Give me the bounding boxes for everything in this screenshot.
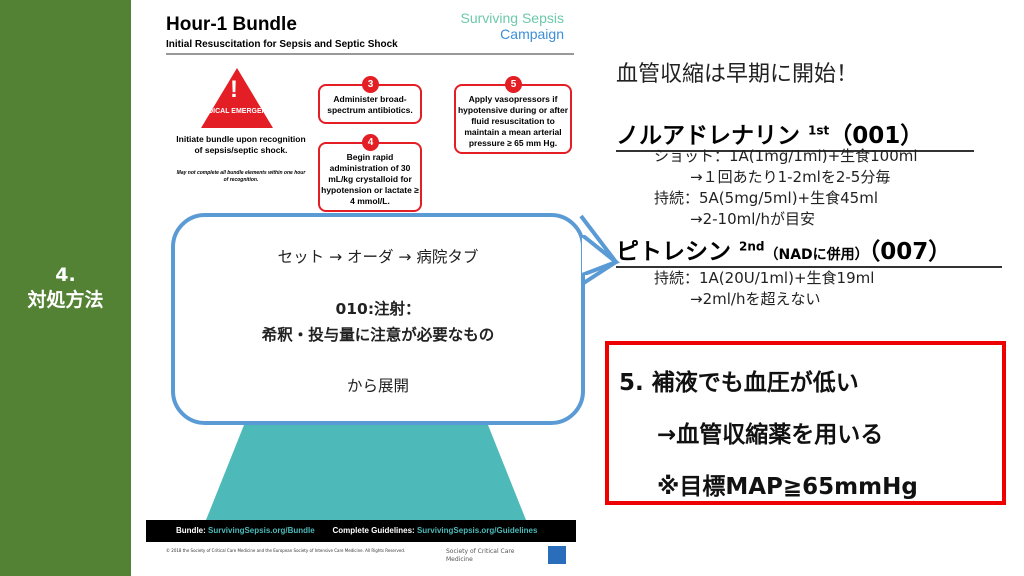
section-title: 対処方法 [27,289,104,311]
callout-code: 010:注射： [335,300,421,318]
emergency-label: MEDICAL EMERGENCY [197,108,277,115]
key-point-1: 5. 補液でも血圧が低い [619,370,859,396]
dose-line: →2ml/hを超えない [690,290,821,308]
guidelines-link: SurvivingSepsis.org/Guidelines [416,526,538,535]
section-sidebar: 4. 対処方法 [0,0,131,576]
key-point-box: 5. 補液でも血圧が低い →血管収縮薬を用いる ※目標MAP≧65mmHg [605,341,1006,505]
key-point-3: ※目標MAP≧65mmHg [657,474,918,500]
callout-desc: 希釈・投与量に注意が必要なもの [261,326,495,344]
exclamation-icon: ! [230,76,238,103]
patient-illustration [146,290,576,520]
drug-order: 1st [808,123,830,138]
section-number: 4. [55,264,76,286]
initiate-text: Initiate bundle upon recognition of seps… [176,134,306,155]
drug-pitressin: ピトレシン 2nd（NADに併用）（007） [616,232,1002,268]
drug-code: （001） [829,123,924,149]
note-text: May not complete all bundle elements wit… [176,170,306,183]
dose-line: 持続：1A(20U/1ml)+生食19ml [654,269,875,287]
drug-name: ノルアドレナリン [616,123,800,149]
drug-name: ピトレシン [616,239,731,265]
dose-line: ショット：1A(1mg/1ml)+生食100ml [654,147,918,165]
step-number: 3 [362,76,379,93]
sccm-logo: Society of Critical Care Medicine [446,548,515,563]
divider [166,53,574,55]
right-heading: 血管収縮は早期に開始！ [616,62,859,87]
footer-label: Bundle: [176,526,206,535]
dose-line: →１回あたり1-2mlを2-5分毎 [690,168,891,186]
callout-path: セット → オーダ → 病院タブ [277,248,479,266]
dose-line: →2-10ml/hが目安 [690,210,815,228]
bed-illustration [206,424,526,520]
drug-note: （NADに併用） [764,247,869,263]
bundle-link: SurvivingSepsis.org/Bundle [208,526,315,535]
warning-triangle-icon [201,68,273,128]
logo-line1: Surviving Sepsis [460,10,565,26]
poster-subtitle: Initial Resuscitation for Sepsis and Sep… [166,39,398,50]
key-point-2: →血管収縮薬を用いる [657,422,884,448]
step-number: 4 [362,134,379,151]
drug-order: 2nd [739,239,765,254]
step-number: 5 [505,76,522,93]
dose-line: 持続：5A(5mg/5ml)+生食45ml [654,189,878,207]
callout-tail-fill [582,235,620,275]
copyright: © 2018 the Society of Critical Care Medi… [166,548,406,553]
logo-line2: Campaign [500,26,564,42]
callout-bubble: セット → オーダ → 病院タブ 010:注射：希釈・投与量に注意が必要なもの … [171,213,585,425]
step-text: Begin rapid administration of 30 mL/kg c… [321,152,419,206]
drug-noradrenaline: ノルアドレナリン 1st（001） [616,116,974,152]
footer-label: Complete Guidelines: [332,526,415,535]
poster-footer: Bundle: SurvivingSepsis.org/Bundle Compl… [146,520,576,542]
callout-category: 010:注射： 希釈・投与量に注意が必要なもの [175,296,581,348]
esicm-logo [548,546,566,564]
poster-title: Hour-1 Bundle [166,14,297,35]
step-text: Administer broad-spectrum antibiotics. [327,94,413,115]
callout-footer: から展開 [346,377,409,395]
drug-code: （007） [868,239,952,265]
step-text: Apply vasopressors if hypotensive during… [457,94,569,148]
